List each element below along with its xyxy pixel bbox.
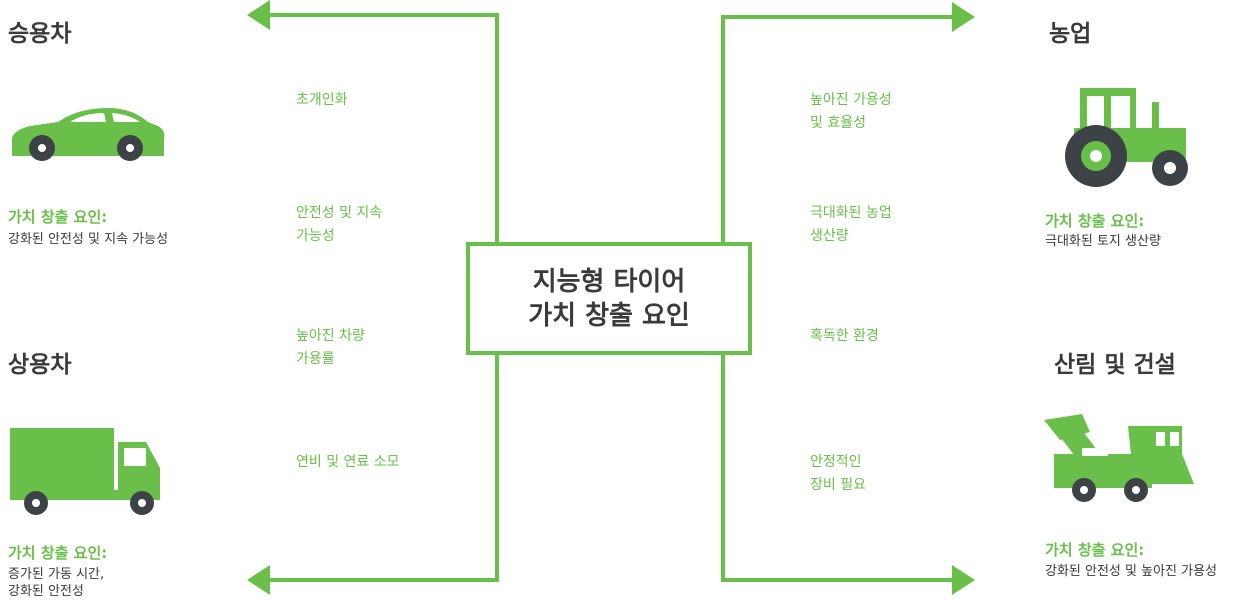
arrowhead-bottom-right bbox=[952, 565, 975, 595]
value-text: 극대화된 토지 생산량 bbox=[1045, 234, 1161, 249]
connector-bottom-right bbox=[721, 355, 955, 582]
value-text: 증가된 가동 시간, 강화된 안전성 bbox=[8, 567, 105, 599]
value-label: 가치 창출 요인: bbox=[1045, 541, 1145, 559]
factor-left-2: 안전성 및 지속 가능성 bbox=[296, 205, 383, 244]
factor-right-2: 극대화된 농업 생산량 bbox=[810, 205, 892, 244]
segment-title: 상용차 bbox=[8, 352, 72, 378]
factor-left-3: 높아진 차량 가용률 bbox=[296, 328, 365, 367]
value-text: 강화된 안전성 및 높아진 가용성 bbox=[1045, 564, 1218, 579]
value-text: 강화된 안전성 및 지속 가능성 bbox=[8, 232, 169, 247]
factor-left-1: 초개인화 bbox=[296, 92, 348, 108]
center-box: 지능형 타이어 가치 창출 요인 bbox=[466, 242, 752, 355]
arrowhead-top-left bbox=[247, 0, 270, 30]
segment-title: 승용차 bbox=[8, 21, 72, 47]
car-icon bbox=[12, 108, 165, 161]
segment-title: 농업 bbox=[1049, 21, 1092, 47]
segment-agriculture: 농업 가치 창출 요인: 극대화된 토지 생산량 bbox=[1040, 0, 1245, 260]
arrowhead-top-right bbox=[952, 2, 975, 32]
crane-truck-icon bbox=[1044, 414, 1194, 502]
segment-passenger: 승용차 가치 창출 요인: 강화된 안전성 및 지속 가능성 bbox=[8, 0, 248, 260]
tractor-icon bbox=[1065, 88, 1188, 187]
segment-title: 산림 및 건설 bbox=[1054, 352, 1176, 378]
factor-right-3: 혹독한 환경 bbox=[810, 328, 879, 344]
segment-commercial: 상용차 가치 창출 요인: 증가된 가동 시간, 강화된 안전성 bbox=[8, 340, 248, 601]
truck-icon bbox=[10, 428, 160, 515]
value-label: 가치 창출 요인: bbox=[8, 544, 108, 562]
factor-right-4: 안정적인 장비 필요 bbox=[810, 454, 866, 493]
center-title: 지능형 타이어 가치 창출 요인 bbox=[528, 266, 690, 331]
value-label: 가치 창출 요인: bbox=[1045, 212, 1145, 230]
segment-forestry: 산림 및 건설 가치 창출 요인: 강화된 안전성 및 높아진 가용성 bbox=[1040, 330, 1248, 590]
factor-right-1: 높아진 가용성 및 효율성 bbox=[810, 92, 892, 131]
factor-left-4: 연비 및 연료 소모 bbox=[296, 454, 400, 470]
value-label: 가치 창출 요인: bbox=[8, 208, 108, 226]
connector-top-right bbox=[721, 15, 955, 242]
connector-bottom-left bbox=[268, 355, 499, 582]
arrowhead-bottom-left bbox=[247, 565, 270, 595]
connector-top-left bbox=[268, 13, 499, 242]
